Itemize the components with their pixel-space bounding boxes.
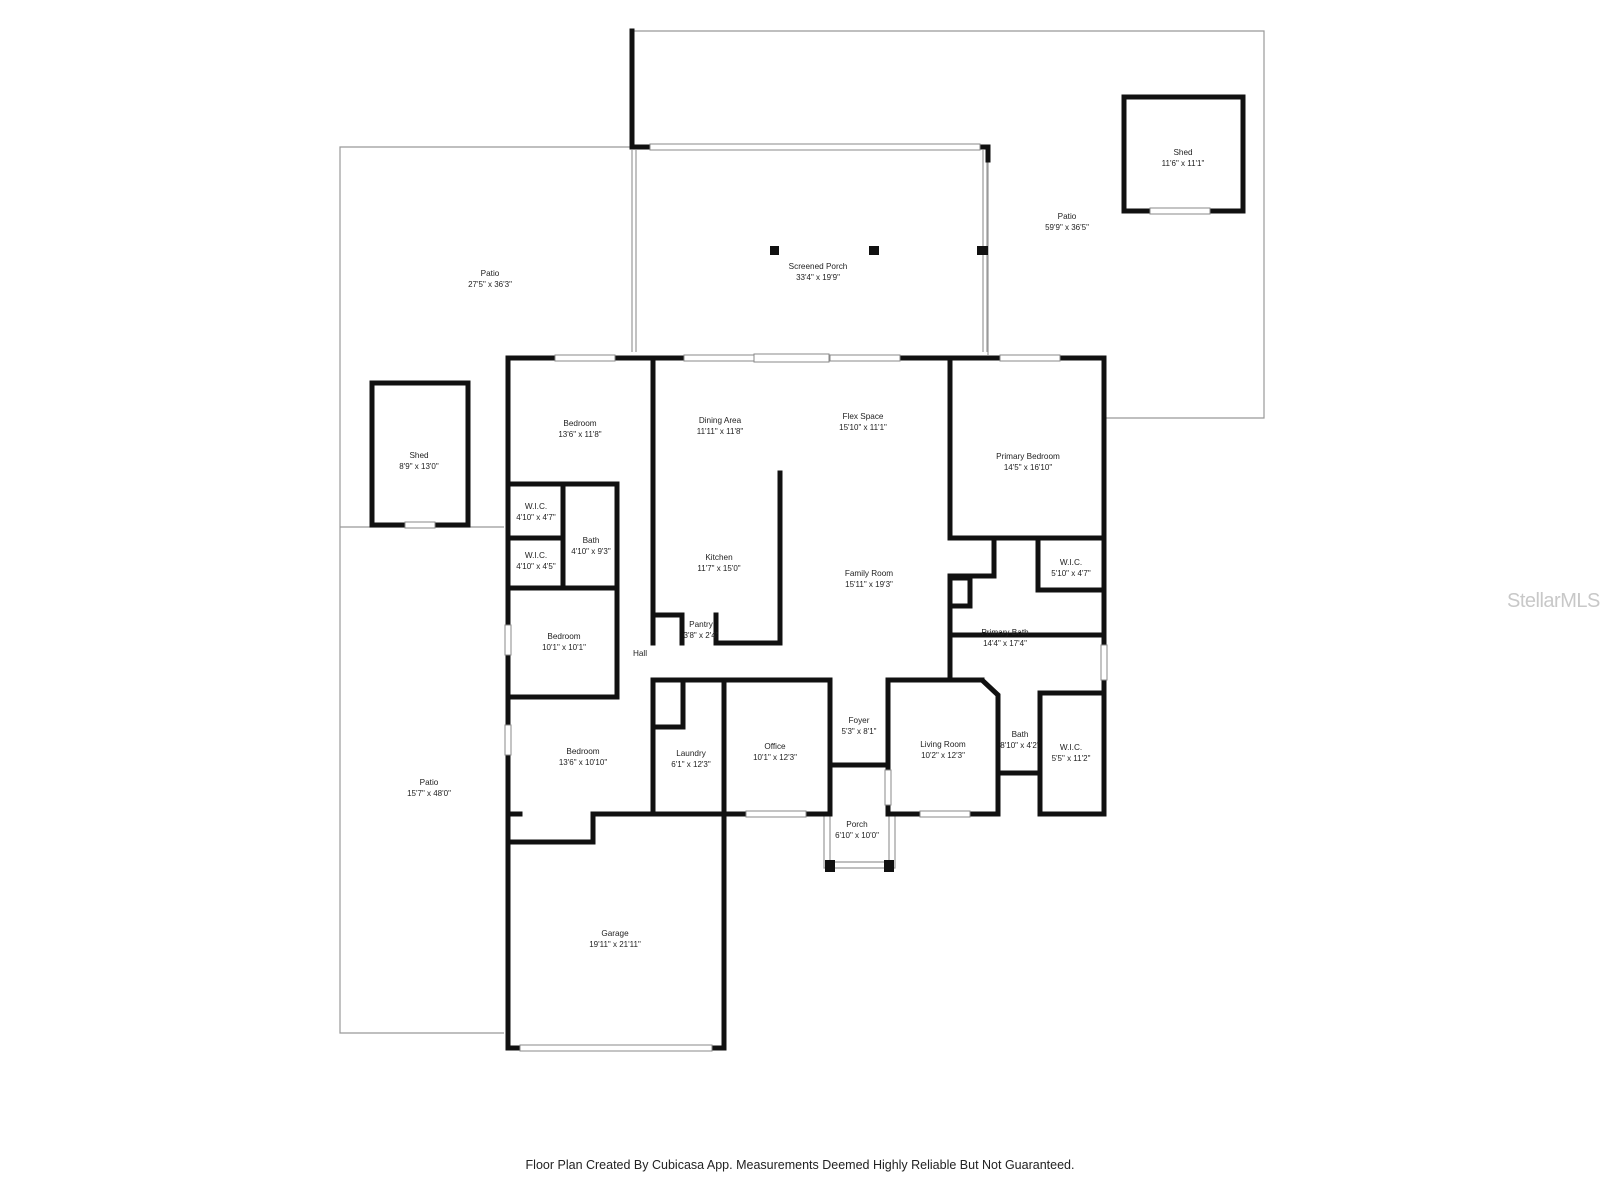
- room-primary-bedroom: Primary Bedroom 14'5" x 16'10": [996, 452, 1060, 472]
- room-name: W.I.C.: [525, 502, 547, 511]
- room-dims: 27'5" x 36'3": [468, 280, 512, 289]
- room-name: Garage: [601, 929, 629, 938]
- room-kitchen: Kitchen 11'7" x 15'0": [697, 553, 740, 573]
- room-name: Flex Space: [843, 412, 884, 421]
- room-dims: 4'10" x 4'5": [516, 562, 556, 571]
- room-shed-left: Shed 8'9" x 13'0": [399, 451, 439, 471]
- room-flex-space: Flex Space 15'10" x 11'1": [839, 412, 887, 432]
- room-name: Porch: [846, 820, 868, 829]
- room-name: Patio: [1058, 212, 1077, 221]
- room-dims: 14'4" x 17'4": [983, 639, 1027, 648]
- room-name: Laundry: [676, 749, 706, 758]
- room-name: Family Room: [845, 569, 893, 578]
- room-dims: 10'1" x 10'1": [542, 643, 586, 652]
- room-porch: Porch 6'10" x 10'0": [835, 820, 879, 840]
- room-name: W.I.C.: [1060, 743, 1082, 752]
- room-dims: 11'11" x 11'8": [697, 427, 744, 436]
- room-bath-1: Bath 4'10" x 9'3": [571, 536, 611, 556]
- room-dims: 13'6" x 10'10": [559, 758, 607, 767]
- room-dims: 6'1" x 12'3": [671, 760, 711, 769]
- room-name: Bedroom: [563, 419, 596, 428]
- room-office: Office 10'1" x 12'3": [753, 742, 797, 762]
- room-dims: 5'10" x 4'7": [1051, 569, 1091, 578]
- room-dims: 14'5" x 16'10": [1004, 463, 1052, 472]
- room-laundry: Laundry 6'1" x 12'3": [671, 749, 711, 769]
- room-name: Shed: [1173, 148, 1193, 157]
- walls: [369, 28, 1246, 1051]
- room-living-room: Living Room 10'2" x 12'3": [920, 740, 966, 760]
- room-name: Bath: [583, 536, 600, 545]
- room-wic-2: W.I.C. 4'10" x 4'5": [516, 551, 556, 571]
- room-name: Bedroom: [547, 632, 580, 641]
- room-dining-area: Dining Area 11'11" x 11'8": [697, 416, 744, 436]
- room-dims: 5'5" x 11'2": [1052, 754, 1091, 763]
- room-wic-1: W.I.C. 4'10" x 4'7": [516, 502, 556, 522]
- room-primary-bath: Primary Bath 14'4" x 17'4": [981, 628, 1029, 648]
- room-patio-left-bottom: Patio 15'7" x 48'0": [407, 778, 451, 798]
- room-name: W.I.C.: [1060, 558, 1082, 567]
- room-patio-right: Patio 59'9" x 36'5": [1045, 212, 1089, 232]
- room-dims: 15'10" x 11'1": [839, 423, 887, 432]
- outdoor-outlines: [339, 30, 1265, 1034]
- room-name: Patio: [420, 778, 439, 787]
- room-name: Primary Bath: [981, 628, 1029, 637]
- room-name: Screened Porch: [789, 262, 848, 271]
- room-dims: 33'4" x 19'9": [796, 273, 840, 282]
- room-dims: 11'7" x 15'0": [697, 564, 740, 573]
- room-labels: Patio 27'5" x 36'3" Shed 8'9" x 13'0" Pa…: [399, 148, 1204, 949]
- room-name: Office: [764, 742, 786, 751]
- room-dims: 6'10" x 10'0": [835, 831, 879, 840]
- room-dims: 10'1" x 12'3": [753, 753, 797, 762]
- room-name: Dining Area: [699, 416, 742, 425]
- room-name: Primary Bedroom: [996, 452, 1060, 461]
- room-bedroom-2: Bedroom 10'1" x 10'1": [542, 632, 586, 652]
- room-name: Bath: [1012, 730, 1029, 739]
- room-screened-porch: Screened Porch 33'4" x 19'9": [789, 262, 848, 282]
- room-name: Living Room: [920, 740, 966, 749]
- room-dims: 59'9" x 36'5": [1045, 223, 1089, 232]
- room-dims: 13'6" x 11'8": [558, 430, 601, 439]
- watermark-logo: StellarMLS: [1507, 590, 1600, 612]
- room-dims: 15'11" x 19'3": [845, 580, 893, 589]
- room-dims: 10'2" x 12'3": [921, 751, 965, 760]
- footer-disclaimer: Floor Plan Created By Cubicasa App. Meas…: [525, 1158, 1075, 1172]
- room-patio-left-top: Patio 27'5" x 36'3": [468, 269, 512, 289]
- room-shed-right: Shed 11'6" x 11'1": [1162, 148, 1205, 168]
- room-wic-4: W.I.C. 5'5" x 11'2": [1052, 743, 1091, 763]
- room-bedroom-1: Bedroom 13'6" x 11'8": [558, 419, 601, 439]
- room-dims: 8'9" x 13'0": [399, 462, 439, 471]
- room-dims: 8'10" x 4'2": [1000, 741, 1040, 750]
- room-foyer: Foyer 5'3" x 8'1": [842, 716, 877, 736]
- room-bedroom-3: Bedroom 13'6" x 10'10": [559, 747, 607, 767]
- room-name: Pantry: [689, 620, 714, 629]
- room-name: Bedroom: [566, 747, 599, 756]
- room-name: Hall: [633, 649, 647, 658]
- room-dims: 19'11" x 21'11": [589, 940, 641, 949]
- room-name: Foyer: [849, 716, 870, 725]
- room-name: Kitchen: [705, 553, 733, 562]
- room-garage: Garage 19'11" x 21'11": [589, 929, 641, 949]
- room-hall: Hall: [633, 649, 647, 658]
- room-bath-2: Bath 8'10" x 4'2": [1000, 730, 1040, 750]
- room-dims: 11'6" x 11'1": [1162, 159, 1205, 168]
- room-name: Shed: [409, 451, 429, 460]
- windows: [404, 143, 1211, 1052]
- room-family-room: Family Room 15'11" x 19'3": [845, 569, 893, 589]
- room-dims: 4'10" x 4'7": [516, 513, 556, 522]
- room-dims: 4'10" x 9'3": [571, 547, 611, 556]
- room-name: Patio: [481, 269, 500, 278]
- room-pantry: Pantry 3'8" x 2'4": [684, 620, 719, 640]
- room-name: W.I.C.: [525, 551, 547, 560]
- room-dims: 15'7" x 48'0": [407, 789, 451, 798]
- room-dims: 3'8" x 2'4": [684, 631, 719, 640]
- room-wic-3: W.I.C. 5'10" x 4'7": [1051, 558, 1091, 578]
- room-dims: 5'3" x 8'1": [842, 727, 877, 736]
